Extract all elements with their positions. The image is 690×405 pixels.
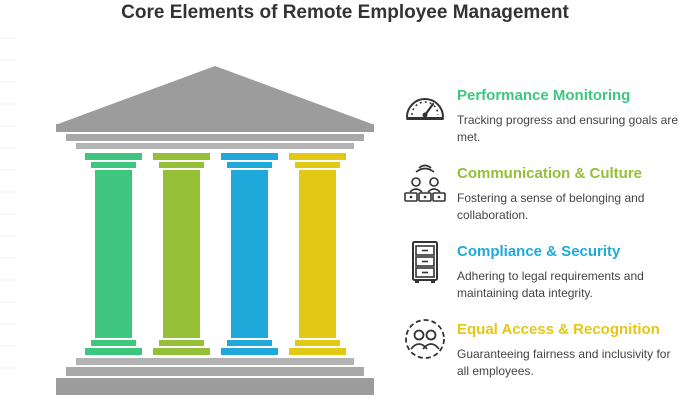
item-communication-culture: Communication & Culture Fostering a sens… (402, 162, 682, 232)
pillar-olive (153, 153, 210, 355)
people-circle-icon (405, 319, 445, 359)
pillar-green (85, 153, 142, 355)
speedometer-icon (406, 98, 444, 120)
item-description: Adhering to legal requirements and maint… (457, 269, 644, 300)
temple-entablature-1 (66, 134, 364, 141)
item-description: Tracking progress and ensuring goals are… (457, 113, 679, 144)
item-description: Fostering a sense of belonging and colla… (457, 191, 645, 222)
temple-roof (58, 66, 372, 124)
temple-entablature-2 (76, 143, 354, 149)
temple-base-step-3 (56, 378, 374, 395)
item-heading: Compliance & Security (457, 243, 621, 260)
team-chat-icon (404, 164, 446, 202)
pillar-blue (221, 153, 278, 355)
temple-base-step-1 (76, 358, 354, 365)
pillar-yellow (289, 153, 346, 355)
item-heading: Performance Monitoring (457, 87, 631, 104)
item-heading: Equal Access & Recognition (457, 321, 660, 338)
temple-roof-beam (56, 124, 374, 132)
temple-base-step-2 (66, 367, 364, 376)
left-edge-lines (0, 37, 16, 369)
page-title: Core Elements of Remote Employee Managem… (121, 2, 569, 23)
item-equal-access-recognition: Equal Access & Recognition Guaranteeing … (402, 318, 682, 388)
item-performance-monitoring: Performance Monitoring Tracking progress… (402, 84, 682, 154)
item-compliance-security: Compliance & Security Adhering to legal … (402, 240, 682, 310)
file-cabinet-icon (412, 241, 438, 283)
item-heading: Communication & Culture (457, 165, 643, 182)
temple-illustration (56, 66, 374, 395)
item-description: Guaranteeing fairness and inclusivity fo… (457, 347, 671, 378)
